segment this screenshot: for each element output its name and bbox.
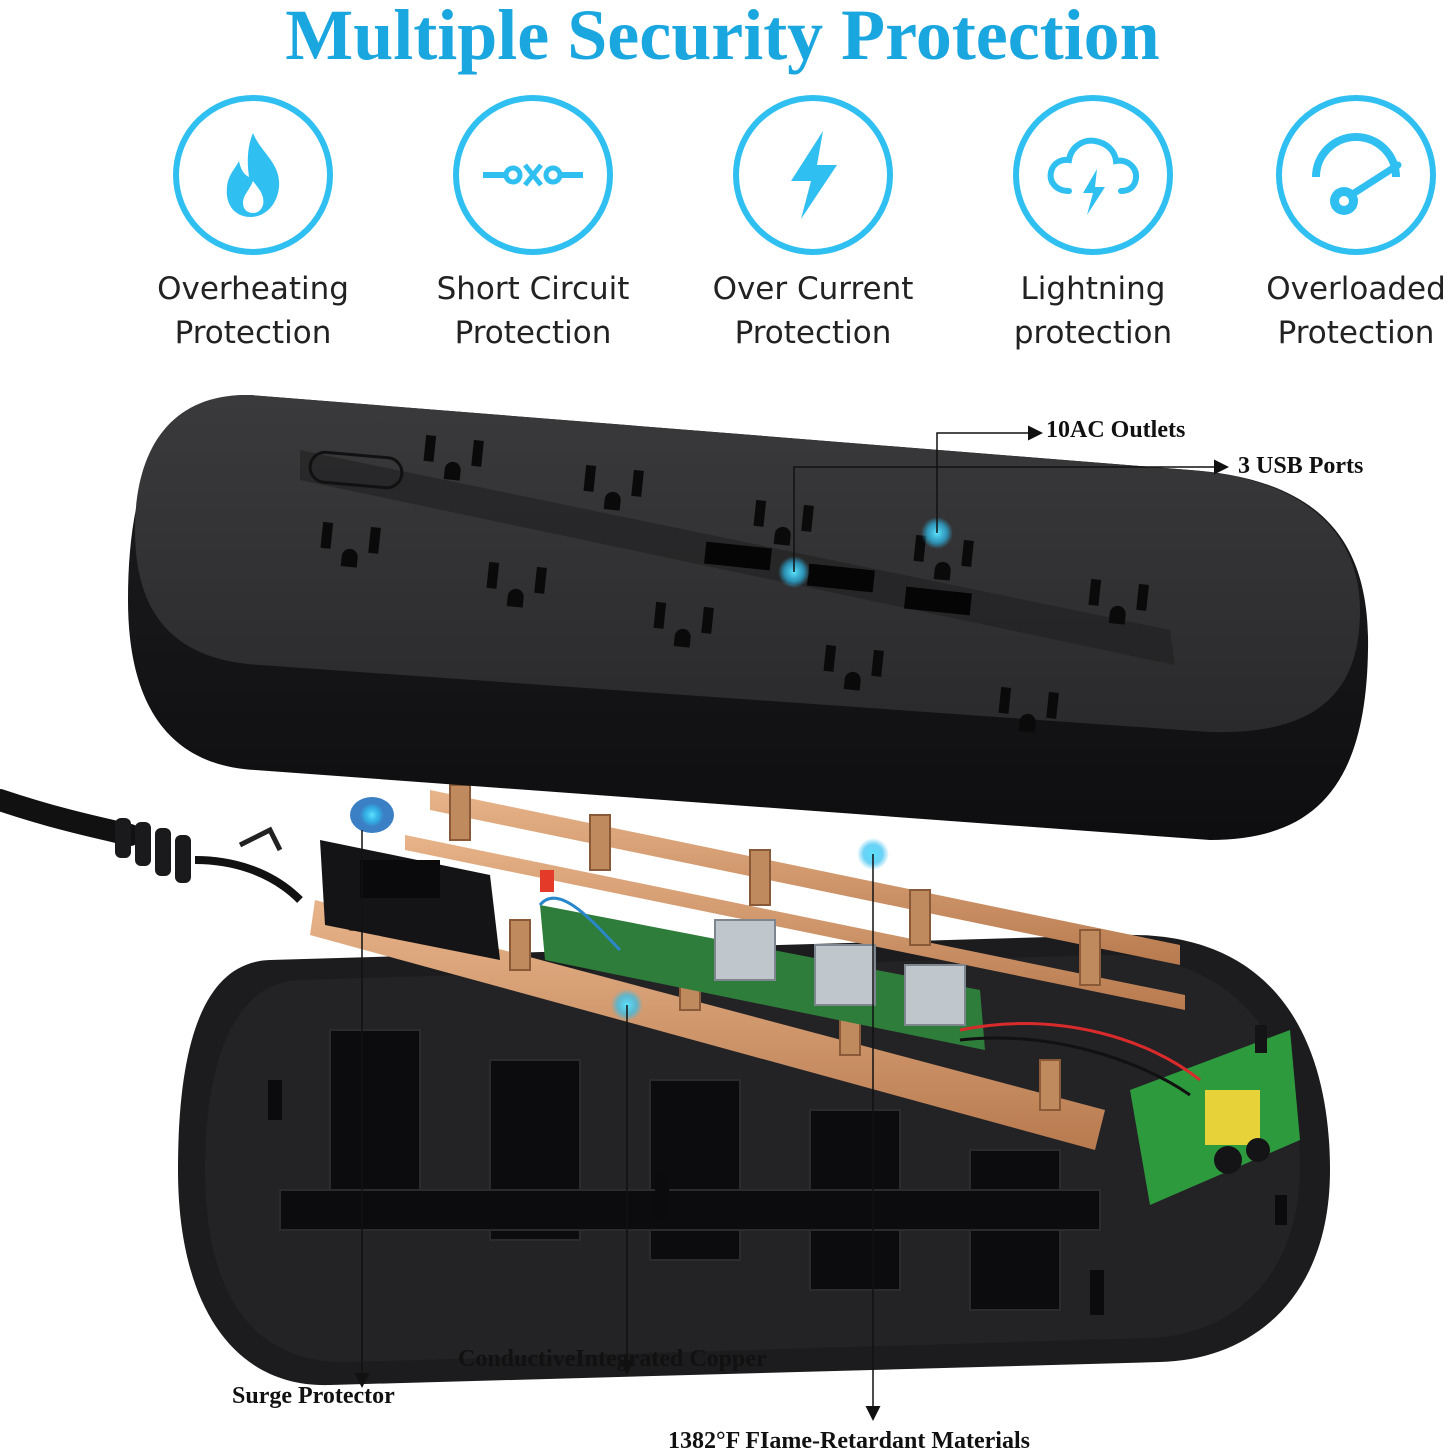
headline: Multiple Security Protection [285,0,1160,75]
usb-port [904,586,972,616]
callout-copper: ConductiveIntegrated Copper [458,1346,767,1372]
feature-ring [1276,95,1436,255]
usb-port [704,541,772,571]
power-strip-exploded-view [0,394,1369,1386]
feature-label: Lightning [1020,271,1166,307]
feature-label: protection [1013,315,1173,351]
callout-flame-retardant: 1382°F FIame-Retardant Materials [668,1428,1030,1454]
ac-outlet [998,686,1059,733]
feature-ring [733,95,893,255]
feature-ring [173,95,333,255]
top-cover [128,394,1369,840]
feature-ring [453,95,613,255]
feature-short-circuit: Short Circuit Protection [413,95,653,355]
power-cord [0,789,303,903]
feature-label: Overheating [157,271,349,307]
callout-ac-outlets: 10AC Outlets [1046,417,1186,443]
storm-cloud-icon [1047,137,1140,215]
short-circuit-icon [483,163,583,187]
callout-surge-protector: Surge Protector [232,1383,395,1409]
ac-outlet [653,601,714,648]
base-plate [178,934,1330,1386]
feature-label: Protection [1277,315,1435,351]
feature-label: Protection [734,315,892,351]
ac-outlet [486,561,547,608]
callout-usb-ports: 3 USB Ports [1238,453,1364,479]
feature-overheating: Overheating Protection [133,95,373,355]
ac-outlet [1088,578,1149,625]
ac-outlet [423,434,484,481]
feature-over-current: Over Current Protection [693,95,933,355]
ac-outlet [823,644,884,691]
lightning-bolt-icon [791,131,837,219]
feature-overloaded: Overloaded Protection [1236,95,1445,355]
ac-outlet [320,521,381,568]
feature-label: Protection [454,315,612,351]
flame-icon [226,133,280,217]
feature-label: Short Circuit [436,271,630,307]
circuit-boards [538,870,1300,1205]
feature-ring [1013,95,1173,255]
feature-label: Over Current [712,271,914,307]
switch-block [320,840,500,960]
gauge-icon [1312,133,1402,215]
feature-label: Protection [174,315,332,351]
feature-lightning: Lightning protection [973,95,1213,355]
feature-label: Overloaded [1266,271,1445,307]
ac-outlet [583,464,644,511]
